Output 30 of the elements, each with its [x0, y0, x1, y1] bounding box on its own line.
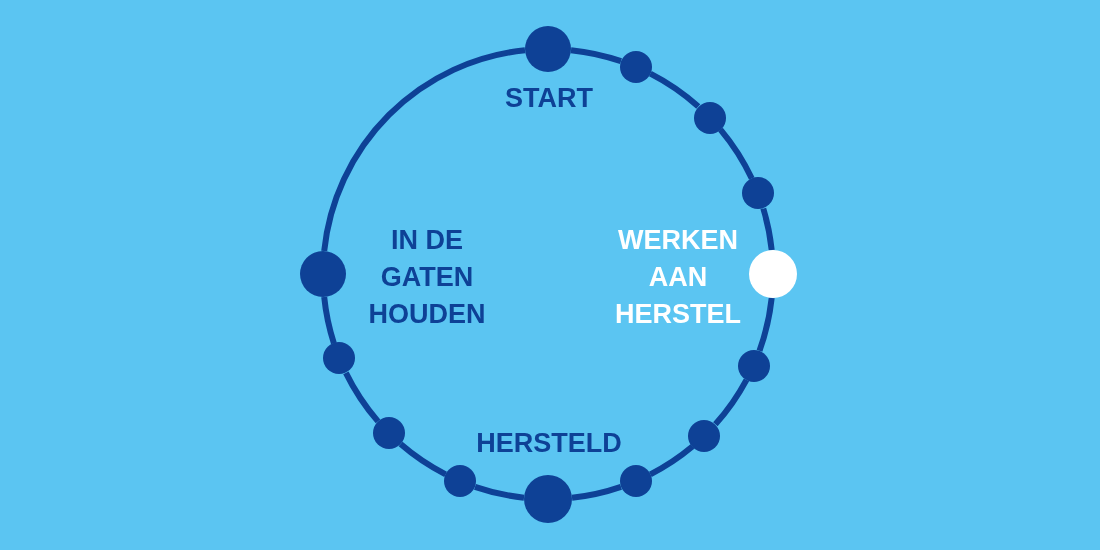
ring-arc [570, 47, 622, 65]
ring-arc [713, 378, 750, 427]
ring-arc [718, 127, 755, 180]
stage-dot [737, 349, 770, 382]
stage-label: IN DE GATEN HOUDEN [367, 223, 487, 331]
stage-dot [688, 419, 721, 452]
stage-dot [372, 417, 405, 450]
stage-dot [742, 177, 775, 210]
stage-dot [619, 465, 652, 498]
stage-dot [619, 50, 652, 83]
stage-label: HERSTELD [475, 426, 623, 460]
ring-arc [756, 297, 775, 352]
stage-dot [749, 250, 797, 298]
stage-dot [524, 475, 572, 523]
ring-arc [648, 444, 695, 477]
stage-dot [525, 26, 571, 72]
stage-label: WERKEN AAN HERSTEL [614, 223, 742, 331]
stage-dot [693, 101, 726, 134]
ring-arc [760, 207, 775, 251]
stage-dot [300, 251, 346, 297]
ring-arc [571, 483, 622, 501]
stage-dot [323, 342, 356, 375]
ring-arc [648, 71, 701, 109]
stage-label: START [504, 81, 594, 115]
ring-arc [321, 47, 526, 252]
ring-arc [474, 483, 525, 501]
ring-arc [321, 296, 337, 345]
ring-arc [343, 371, 381, 424]
ring-arc [398, 441, 448, 477]
stage-dot [444, 465, 477, 498]
